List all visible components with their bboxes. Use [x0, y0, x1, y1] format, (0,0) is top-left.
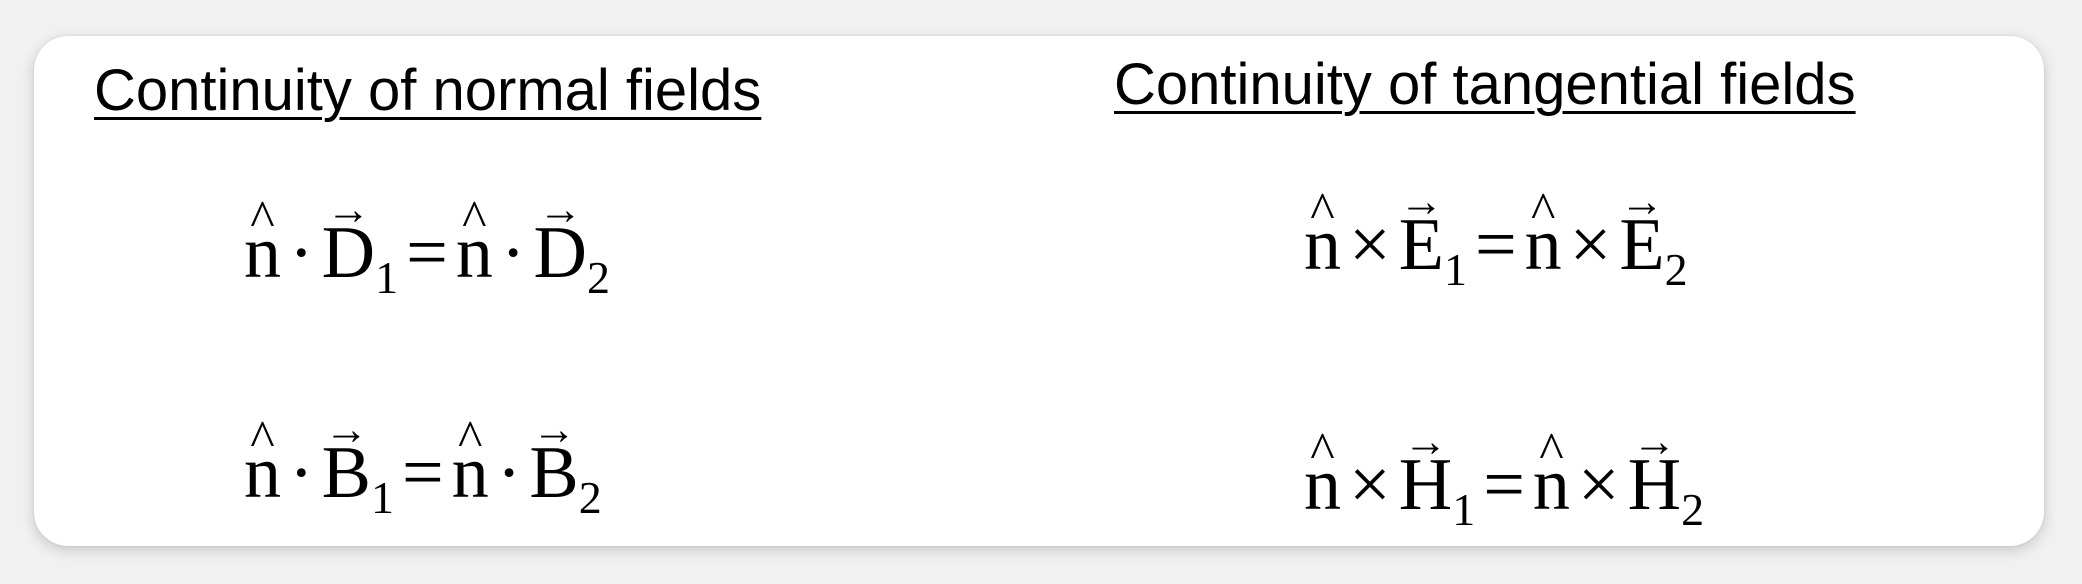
subscript-left: 1	[1452, 484, 1476, 535]
vector-arrow-glyph: →	[1632, 417, 1677, 466]
dot-operator: ·	[289, 432, 314, 514]
subscript-right: 2	[1681, 484, 1705, 535]
vector-d-right: →D	[534, 188, 587, 291]
hat-glyph: ^	[1530, 183, 1556, 240]
hat-glyph: ^	[1310, 423, 1335, 480]
heading-tangential-fields: Continuity of tangential fields	[1114, 52, 1856, 117]
normal-symbol: n	[244, 432, 281, 514]
vector-b-right: →B	[529, 408, 578, 511]
normal-symbol: n	[1304, 204, 1341, 286]
hat-glyph: ^	[1539, 423, 1564, 480]
cross-operator: ×	[1349, 204, 1391, 286]
cross-operator: ×	[1569, 204, 1612, 286]
equals-sign: =	[406, 212, 448, 294]
field-symbol: B	[529, 432, 579, 514]
subscript-left: 1	[375, 252, 399, 303]
vector-arrow-glyph: →	[324, 405, 369, 454]
subscript-right: 2	[578, 472, 602, 523]
field-symbol: D	[321, 212, 376, 294]
vector-arrow-glyph: →	[1403, 417, 1448, 466]
field-symbol: B	[321, 432, 372, 514]
cross-operator: ×	[1349, 444, 1391, 526]
hat-glyph: ^	[250, 411, 275, 468]
equals-sign: =	[1483, 444, 1525, 526]
unit-normal-left: ^n	[244, 194, 281, 291]
hat-glyph: ^	[1310, 183, 1335, 240]
cross-operator: ×	[1577, 444, 1620, 526]
vector-arrow-glyph: →	[532, 405, 577, 454]
vector-arrow-glyph: →	[1620, 177, 1664, 226]
hat-glyph: ^	[458, 411, 483, 468]
normal-symbol: n	[1532, 444, 1570, 526]
subscript-left: 1	[1443, 244, 1467, 295]
heading-normal-fields: Continuity of normal fields	[94, 58, 762, 123]
normal-symbol: n	[451, 432, 489, 514]
content-card: Continuity of normal fields Continuity o…	[34, 36, 2044, 546]
equals-sign: =	[1474, 204, 1517, 286]
equals-sign: =	[402, 432, 444, 514]
vector-arrow-glyph: →	[538, 185, 583, 234]
normal-symbol: n	[1524, 204, 1562, 286]
dot-operator: ·	[289, 212, 314, 294]
field-symbol: H	[1627, 444, 1682, 526]
hat-glyph: ^	[250, 191, 275, 248]
unit-normal-right: ^n	[456, 194, 493, 291]
equation-normal-d: ^n·→D1=^n·→D2	[244, 188, 610, 301]
vector-b-left: →B	[322, 408, 371, 511]
field-symbol: E	[1398, 204, 1444, 286]
equation-normal-b: ^n·→B1=^n·→B2	[244, 408, 602, 521]
vector-arrow-glyph: →	[1399, 177, 1444, 226]
dot-operator: ·	[500, 212, 526, 294]
unit-normal-left: ^n	[244, 414, 281, 511]
unit-normal-right: ^n	[452, 414, 489, 511]
dot-operator: ·	[496, 432, 522, 514]
unit-normal-right: ^n	[1533, 426, 1570, 523]
normal-symbol: n	[244, 212, 281, 294]
equation-tangential-e: ^n×→E1=^n×→E2	[1304, 180, 1688, 293]
hat-glyph: ^	[462, 191, 487, 248]
normal-symbol: n	[1304, 444, 1341, 526]
field-symbol: E	[1619, 204, 1665, 286]
vector-d-left: →D	[322, 188, 375, 291]
subscript-left: 1	[371, 472, 395, 523]
field-symbol: H	[1398, 444, 1453, 526]
unit-normal-right: ^n	[1525, 186, 1562, 283]
unit-normal-left: ^n	[1304, 186, 1341, 283]
vector-h-right: →H	[1628, 420, 1681, 523]
equation-tangential-h: ^n×→H1=^n×→H2	[1304, 420, 1704, 533]
subscript-right: 2	[1664, 244, 1688, 295]
normal-symbol: n	[455, 212, 493, 294]
vector-h-left: →H	[1399, 420, 1452, 523]
unit-normal-left: ^n	[1304, 426, 1341, 523]
subscript-right: 2	[586, 252, 610, 303]
field-symbol: D	[533, 212, 587, 294]
vector-arrow-glyph: →	[326, 185, 371, 234]
vector-e-right: →E	[1619, 180, 1664, 283]
vector-e-left: →E	[1399, 180, 1444, 283]
